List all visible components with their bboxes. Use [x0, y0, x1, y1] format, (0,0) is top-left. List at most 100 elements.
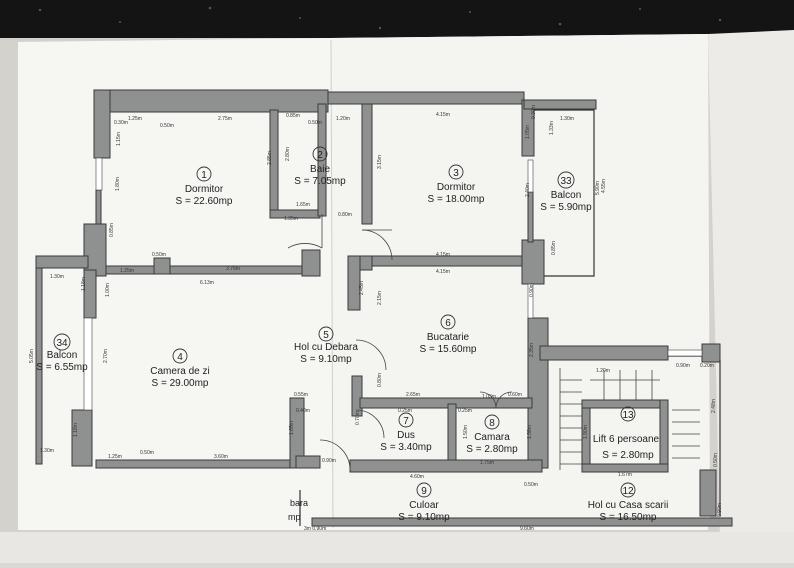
dimension-label: 2.80m [285, 147, 291, 161]
dimension-label: 2.70m [103, 349, 109, 363]
dimension-label: 1.80m [115, 177, 121, 191]
dimension-label: 3.76m [226, 266, 240, 272]
room-area: S = 18.00mp [428, 194, 485, 205]
room-number: 4 [177, 352, 183, 363]
room-name: Dus [397, 430, 415, 441]
dimension-label: 4.15m [436, 112, 450, 118]
room-area: S = 22.60mp [176, 196, 233, 207]
fragment-text: mp [288, 512, 301, 522]
room-area: S = 5.90mp [540, 202, 592, 213]
fragment-text: bara [290, 498, 308, 508]
dimension-label: 1.25m [120, 268, 134, 274]
dimension-label: 1.30m [50, 274, 64, 280]
dimension-label: 5.90m [595, 181, 601, 195]
dimension-label: 1.30m [40, 448, 54, 454]
room-number: 3 [453, 168, 459, 179]
walls [35, 89, 733, 527]
dimension-label: 0.90m [717, 503, 723, 517]
dimension-label: 1.05m [525, 125, 531, 139]
room-number-circle [53, 333, 71, 351]
door-arc-pantry-b [495, 391, 513, 409]
room-number-circle [440, 314, 456, 330]
room-area: S = 29.00mp [152, 378, 209, 389]
room-name: Hol cu Debara [294, 342, 358, 353]
dimension-label: 6.13m [200, 280, 214, 286]
room-name: Bucatarie [427, 332, 470, 343]
doors [287, 214, 513, 471]
dimension-label: 0.50m [160, 123, 174, 129]
paper-fold [330, 39, 334, 529]
room-number: 9 [421, 486, 427, 497]
dimension-label: 0.80m [377, 373, 383, 387]
text-fragments: bara mp 3m 0.90m [288, 498, 326, 532]
room-number-circle [312, 146, 328, 162]
dimension-label: 0.50m [140, 450, 154, 456]
dimension-label: 0.90m [322, 458, 336, 464]
dimension-label: 2.40m [525, 183, 531, 197]
dimension-label: 4.60m [410, 474, 424, 480]
room-labels: 1 Dormitor S = 22.60mp 2 Baie S = 7.05mp… [36, 146, 668, 523]
room-area: S = 7.05mp [294, 176, 346, 187]
dimension-label: 1.90m [583, 425, 589, 439]
room-number: 12 [622, 486, 634, 497]
room-name: Dormitor [437, 182, 476, 193]
dimension-label: 0.55m [294, 392, 308, 398]
room-name: Culoar [409, 500, 439, 511]
room-number: 6 [445, 318, 451, 329]
dimension-label: 0.50m [152, 252, 166, 258]
dimension-label: 0.50m [713, 453, 719, 467]
room-area: S = 9.10mp [300, 354, 352, 365]
room-number: 8 [489, 418, 495, 429]
windows [83, 157, 703, 411]
dimension-label: 0.60m [508, 392, 522, 398]
fragment-text: 3m 0.90m [304, 526, 326, 532]
dimension-label: 0.90m [529, 283, 535, 297]
dimension-label: 1.65m [296, 202, 310, 208]
room-name: Camara [474, 432, 510, 443]
dimension-label: 0.20m [700, 363, 714, 369]
paper-bottom [0, 532, 794, 563]
dimension-label: 0.70m [355, 411, 361, 425]
dimension-label: 1.50m [463, 425, 469, 439]
dimension-label: 3.60m [214, 454, 228, 460]
dimension-label: 0.30m [114, 120, 128, 126]
door-arc-bedroom3 [361, 229, 393, 261]
room-number: 5 [323, 330, 329, 341]
dimension-label: 1.03m [482, 394, 496, 400]
room-name: Balcon [551, 190, 582, 201]
room-area: S = 3.40mp [380, 442, 432, 453]
dimension-label: 4.15m [436, 252, 450, 258]
room-number-circle [448, 164, 464, 180]
room-number-circle [318, 326, 334, 342]
door-arc-living [319, 439, 351, 471]
dimension-label: 1.75m [480, 460, 494, 466]
dimension-label: 2.75m [218, 116, 232, 122]
room-number: 33 [560, 176, 572, 187]
dimension-label: 0.85m [286, 113, 300, 119]
room-name: Dormitor [185, 184, 224, 195]
room-name: Balcon [47, 350, 78, 361]
dimension-label: 1.35m [284, 216, 298, 222]
room-area: S = 6.55mp [36, 362, 88, 373]
room-area: S = 2.80mp [466, 444, 518, 455]
dimension-label: 4.15m [436, 269, 450, 275]
dimension-label: 2.85m [267, 151, 273, 165]
speckle-texture [38, 6, 722, 30]
dimension-label: 4.55m [601, 179, 607, 193]
room-number-circle [620, 482, 636, 498]
dimension-label: 1.33m [549, 121, 555, 135]
dimension-label: 0.40m [296, 408, 310, 414]
dimension-label: 5.05m [29, 349, 35, 363]
room-area: S = 16.50mp [600, 512, 657, 523]
door-arc-kitchen [355, 339, 387, 371]
door-arc-shower [355, 409, 385, 439]
room-number: 13 [622, 410, 634, 421]
dimension-label: 1.67m [618, 472, 632, 478]
staircase [559, 368, 700, 470]
dimension-label: 0.25m [458, 408, 472, 414]
dimension-label: 2.35m [529, 343, 535, 357]
room-number: 2 [317, 150, 323, 161]
room-area: S = 15.60mp [420, 344, 477, 355]
dimension-label: 0.30m [531, 105, 537, 119]
dark-background [0, 0, 794, 38]
